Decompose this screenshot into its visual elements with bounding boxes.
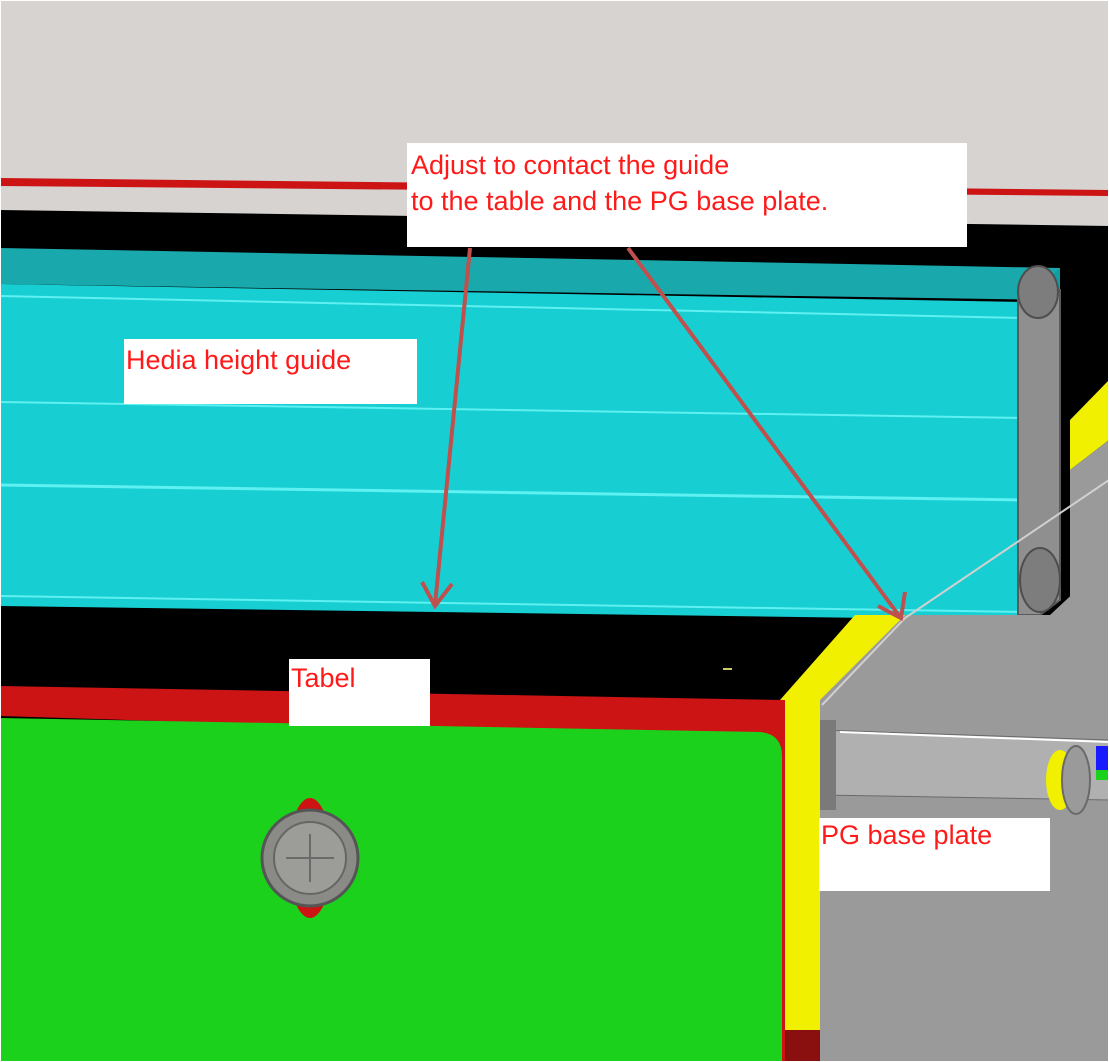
instruction-line-2: to the table and the PG base plate. <box>411 186 829 216</box>
table-surface <box>0 718 782 1062</box>
plate-label-text: PG base plate <box>821 820 993 850</box>
height-guide-bar <box>0 248 1060 620</box>
guide-label-text: Hedia height guide <box>126 345 352 375</box>
arrow-to-table <box>433 247 472 606</box>
table-label-text: Tabel <box>291 663 356 693</box>
gap-marker <box>723 668 732 670</box>
pg-base-plate <box>780 380 1109 1062</box>
instruction-line-1: Adjust to contact the guide <box>411 150 730 180</box>
table-label: Tabel <box>289 659 430 726</box>
arrow-to-table-head <box>420 581 454 610</box>
plate-label: PG base plate <box>819 818 1050 891</box>
guide-bracket <box>1017 265 1061 616</box>
arrow-to-plate-head <box>877 591 907 622</box>
guide-label: Hedia height guide <box>124 339 417 404</box>
instruction-callout: Adjust to contact the guide to the table… <box>407 143 967 247</box>
arrow-to-plate <box>626 246 902 619</box>
table-bolt <box>260 798 360 918</box>
table-red-edge <box>0 686 785 1062</box>
